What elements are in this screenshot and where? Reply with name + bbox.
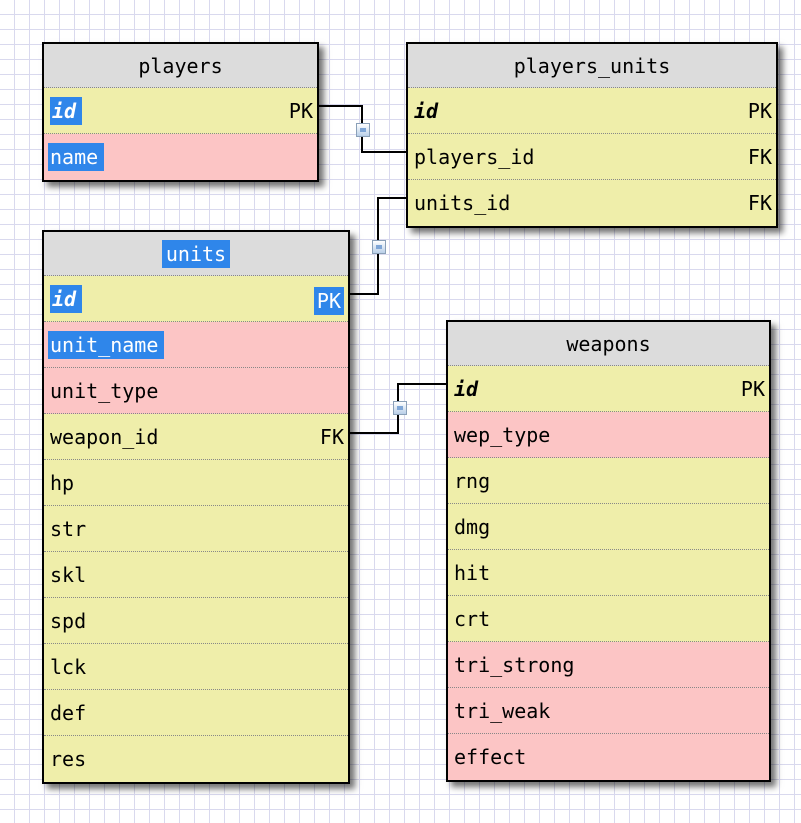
column-row[interactable]: wep_type [448,412,769,458]
table-title: players [44,44,317,88]
relation-icon[interactable] [393,401,407,415]
column-row[interactable]: rng [448,458,769,504]
key-badge: FK [319,425,344,449]
column-name: unit_name [48,331,165,359]
column-row[interactable]: dmg [448,504,769,550]
key-badge: PK [740,377,765,401]
column-row[interactable]: id PK [44,88,317,134]
column-row[interactable]: res [44,736,348,782]
column-row[interactable]: id PK [448,366,769,412]
column-row[interactable]: skl [44,552,348,598]
column-row[interactable]: name [44,134,317,180]
column-name: dmg [454,515,491,539]
column-name: crt [454,607,491,631]
column-name: id [50,97,83,125]
column-row[interactable]: tri_strong [448,642,769,688]
column-row[interactable]: id PK [44,276,348,322]
column-name: skl [50,563,87,587]
key-badge: PK [313,287,344,315]
table-players[interactable]: players id PK name [42,42,319,182]
column-name: unit_type [50,379,159,403]
column-name: tri_strong [454,653,575,677]
column-row[interactable]: players_id FK [408,134,776,180]
table-players-units[interactable]: players_units id PK players_id FK units_… [406,42,778,228]
key-badge: FK [747,191,772,215]
key-badge: FK [747,145,772,169]
column-row[interactable]: spd [44,598,348,644]
column-name: name [48,143,105,171]
column-row[interactable]: unit_name [44,322,348,368]
column-name: id [454,377,479,401]
column-row[interactable]: units_id FK [408,180,776,226]
column-name: players_id [414,145,535,169]
column-name: rng [454,469,491,493]
column-name: hit [454,561,491,585]
table-title-text: units [161,240,231,268]
column-row[interactable]: unit_type [44,368,348,414]
table-weapons[interactable]: weapons id PK wep_type rng dmg hit crt t… [446,320,771,782]
column-row[interactable]: tri_weak [448,688,769,734]
column-row[interactable]: effect [448,734,769,780]
column-name: hp [50,471,75,495]
column-name: lck [50,655,87,679]
table-title: players_units [408,44,776,88]
key-badge: PK [288,99,313,123]
relation-icon[interactable] [372,240,386,254]
key-badge: PK [747,99,772,123]
column-name: id [50,285,83,313]
column-name: tri_weak [454,699,551,723]
relation-icon[interactable] [356,123,370,137]
column-name: weapon_id [50,425,159,449]
column-row[interactable]: crt [448,596,769,642]
table-units[interactable]: units id PK unit_name unit_type weapon_i… [42,230,350,784]
column-row[interactable]: hit [448,550,769,596]
column-name: units_id [414,191,511,215]
column-name: wep_type [454,423,551,447]
column-name: id [414,99,439,123]
column-row[interactable]: lck [44,644,348,690]
column-name: spd [50,609,87,633]
column-row[interactable]: str [44,506,348,552]
column-row[interactable]: weapon_id FK [44,414,348,460]
column-row[interactable]: def [44,690,348,736]
column-row[interactable]: hp [44,460,348,506]
column-row[interactable]: id PK [408,88,776,134]
column-name: str [50,517,87,541]
column-name: def [50,701,87,725]
table-title: units [44,232,348,276]
column-name: res [50,747,87,771]
column-name: effect [454,745,527,769]
table-title: weapons [448,322,769,366]
